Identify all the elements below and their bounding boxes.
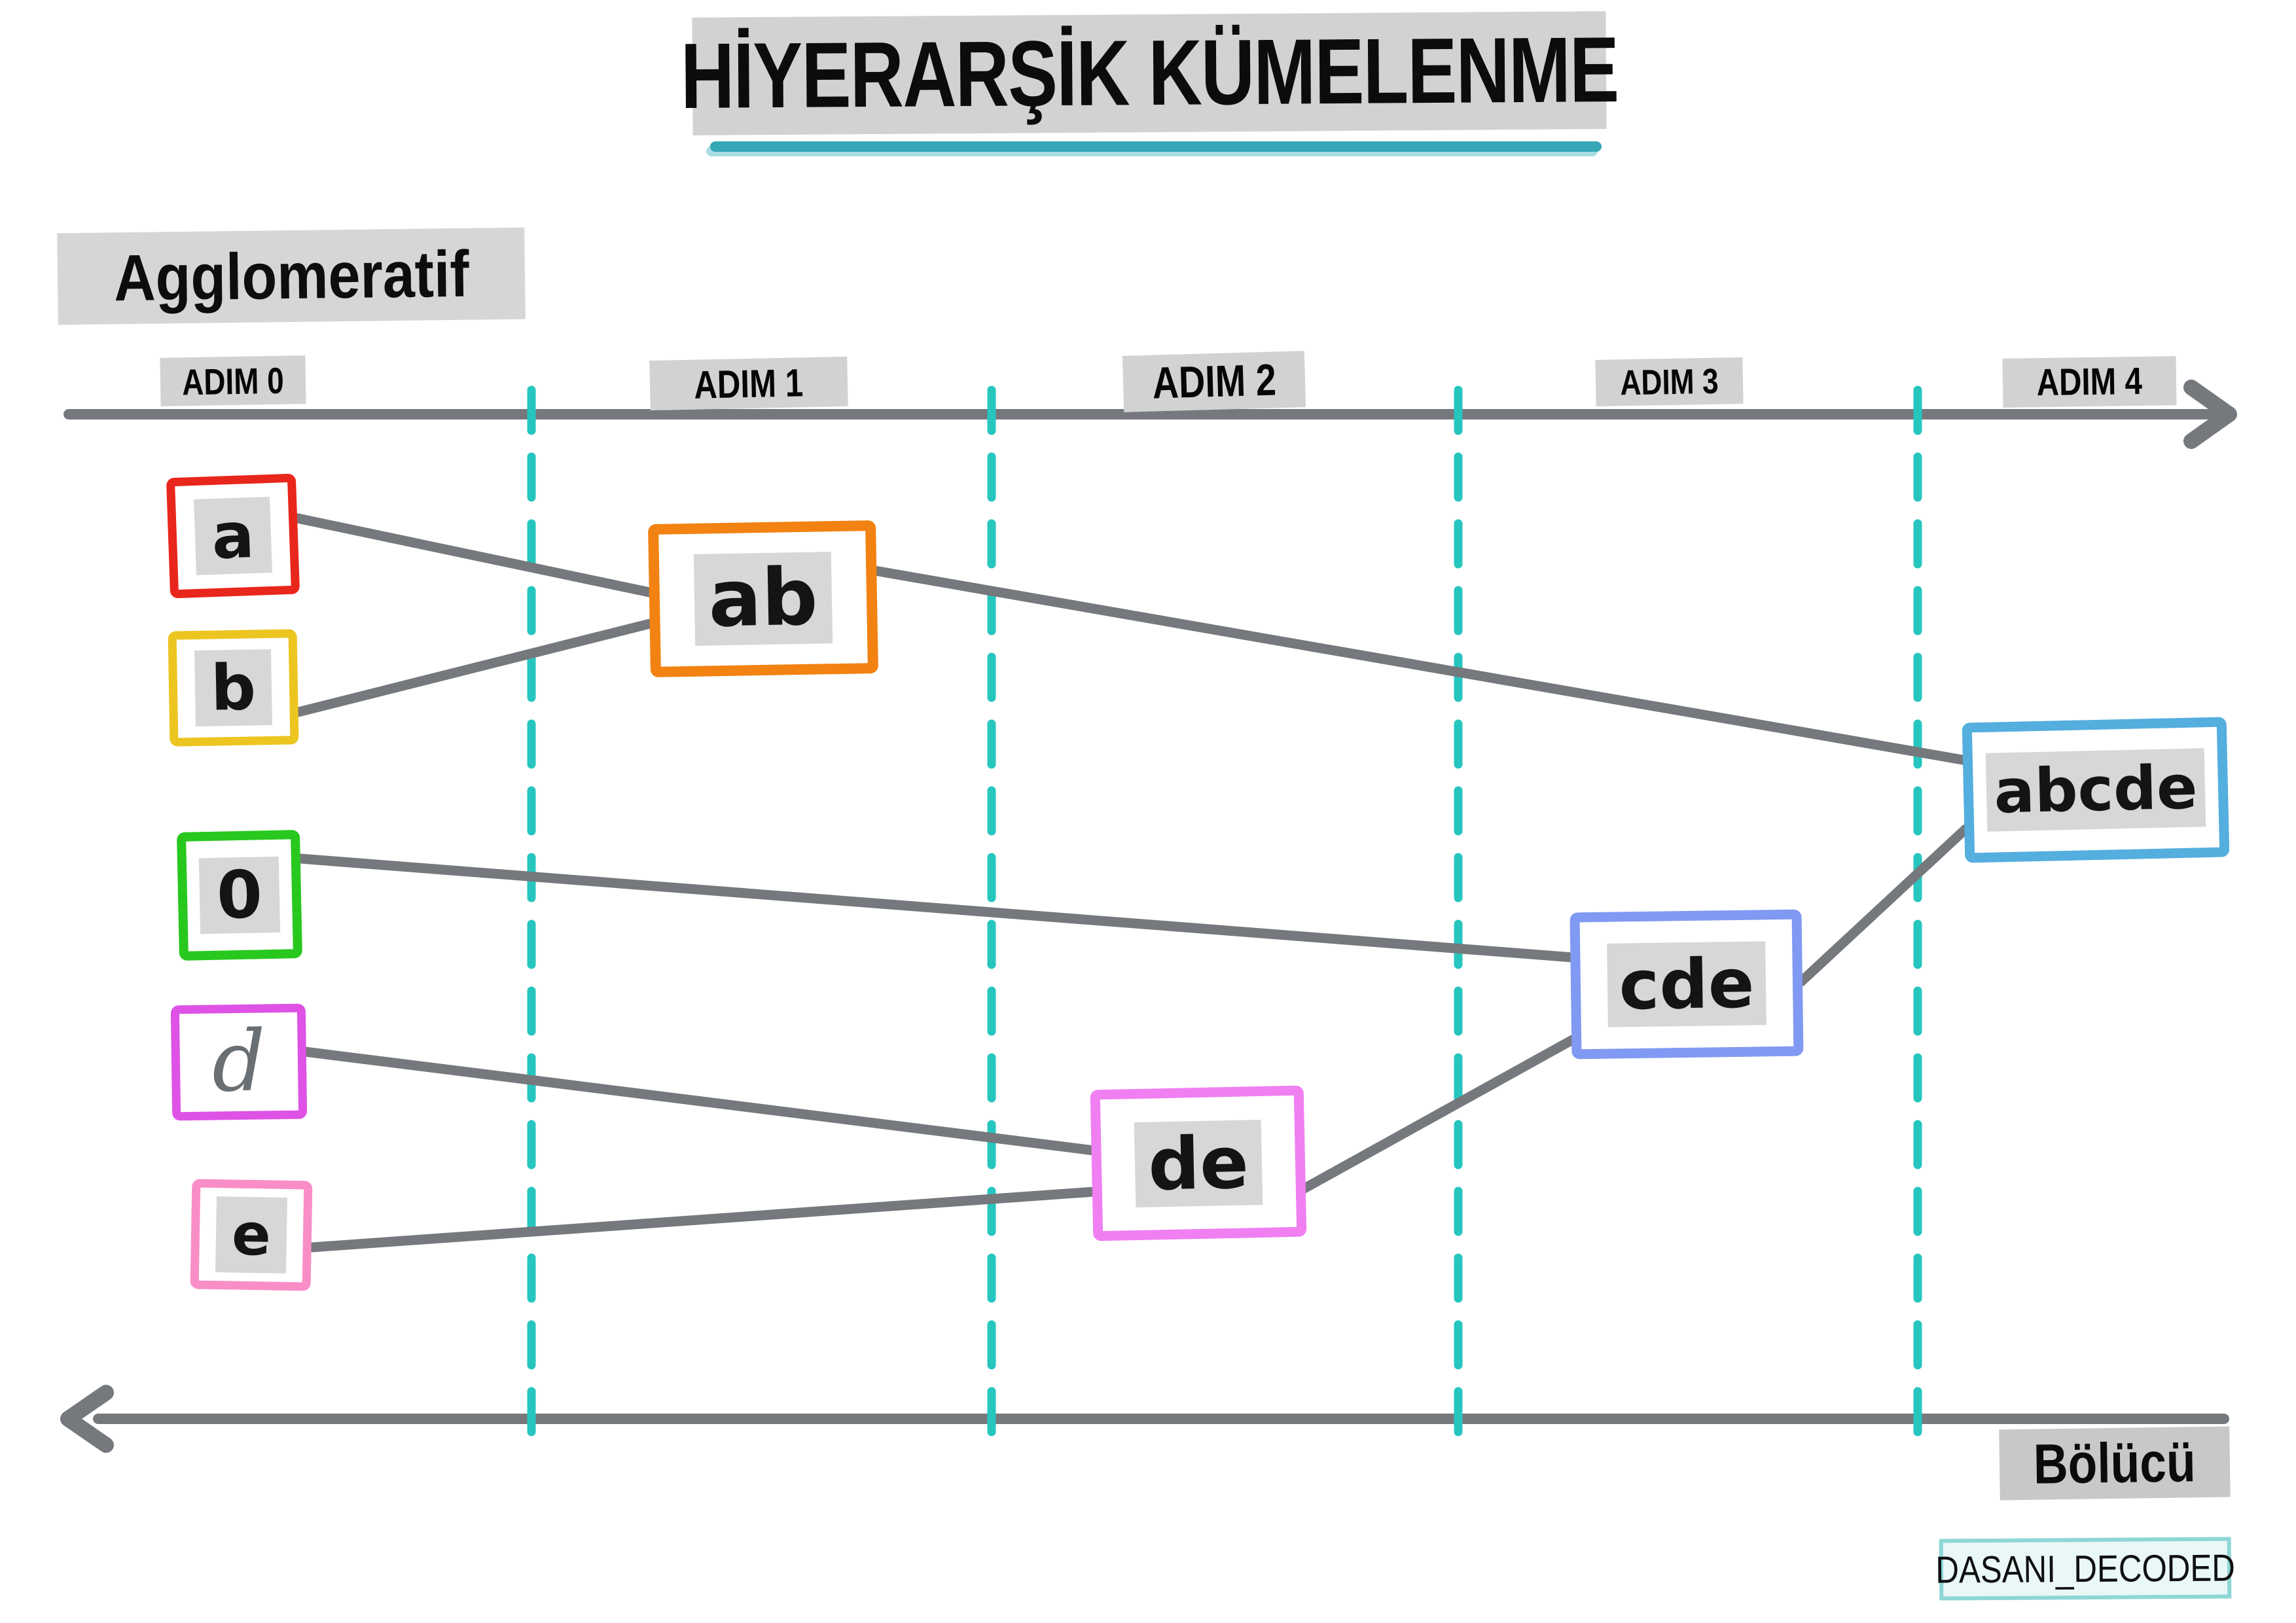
cluster-box-ab: ab bbox=[647, 520, 879, 678]
edge-e-de bbox=[306, 1186, 1099, 1253]
watermark-text: DASANI_DECODED bbox=[1935, 1546, 2235, 1592]
edge-ab-abcde bbox=[870, 565, 1971, 766]
page-title: HİYERARŞİK KÜMELENME bbox=[680, 11, 1619, 135]
edge-b-ab bbox=[293, 618, 658, 717]
cluster-label-cde: cde bbox=[1606, 941, 1767, 1027]
cluster-label-c: 0 bbox=[199, 856, 280, 935]
cluster-box-de: de bbox=[1090, 1085, 1307, 1241]
cluster-label-b: b bbox=[194, 649, 272, 727]
page-title-text: HİYERARŞİK KÜMELENME bbox=[680, 18, 1619, 128]
cluster-box-c: 0 bbox=[176, 830, 303, 961]
edge-de-cde bbox=[1298, 1034, 1579, 1194]
top-axis-right-arrowhead-icon bbox=[2183, 380, 2237, 449]
edge-a-ab bbox=[293, 513, 658, 598]
edge-cde-abcde bbox=[1796, 824, 1971, 987]
agglomerative-label: Agglomeratif bbox=[57, 227, 526, 325]
title-underline bbox=[710, 141, 1602, 152]
cluster-label-abcde: abcde bbox=[1985, 748, 2206, 832]
step-label-adim-0: ADIM 0 bbox=[160, 355, 306, 406]
cluster-box-b: b bbox=[168, 629, 299, 747]
cluster-box-e: e bbox=[190, 1179, 313, 1291]
edge-d-de bbox=[300, 1046, 1099, 1156]
cluster-box-d: d bbox=[170, 1003, 308, 1121]
cluster-box-a: a bbox=[166, 473, 300, 599]
cluster-label-a: a bbox=[193, 496, 273, 576]
step-label-adim-3: ADIM 3 bbox=[1595, 357, 1744, 406]
cluster-label-de: de bbox=[1134, 1119, 1263, 1207]
divisive-label: Bölücü bbox=[1999, 1426, 2231, 1501]
cluster-label-ab: ab bbox=[693, 552, 833, 646]
edge-c-cde bbox=[295, 853, 1578, 963]
cluster-label-d: d bbox=[211, 1012, 266, 1111]
cluster-box-cde: cde bbox=[1570, 909, 1804, 1060]
bottom-axis-left-arrowhead-icon bbox=[60, 1385, 114, 1453]
cluster-label-e: e bbox=[215, 1196, 287, 1274]
watermark-badge: DASANI_DECODED bbox=[1935, 1537, 2235, 1601]
step-label-adim-2: ADIM 2 bbox=[1122, 351, 1306, 412]
step-label-adim-4: ADIM 4 bbox=[2002, 356, 2177, 408]
step-label-adim-1: ADIM 1 bbox=[649, 356, 848, 411]
cluster-box-abcde: abcde bbox=[1962, 717, 2230, 863]
